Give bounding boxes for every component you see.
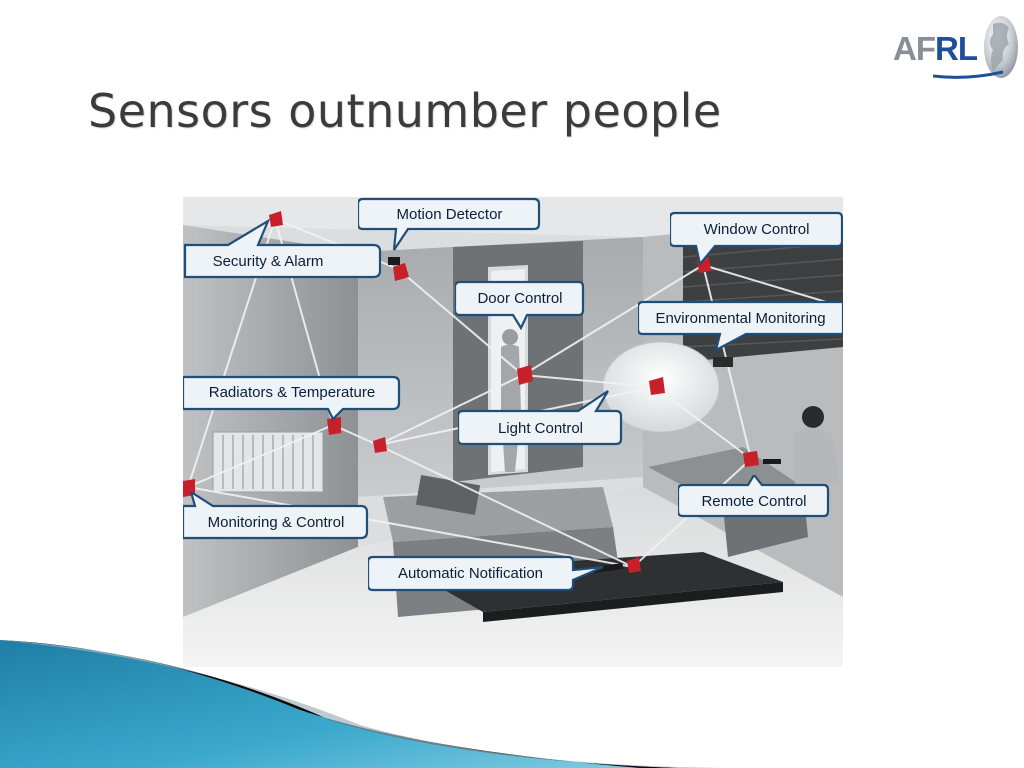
sensor-marker bbox=[327, 417, 341, 435]
callout-label: Light Control bbox=[497, 419, 584, 437]
slide-title: Sensors outnumber people bbox=[88, 84, 722, 138]
logo-underline bbox=[933, 70, 1003, 79]
callout-environmental-monitoring: Environmental Monitoring bbox=[636, 300, 845, 353]
sensor-marker bbox=[393, 263, 409, 281]
callout-motion-detector: Motion Detector bbox=[356, 197, 541, 252]
callout-radiators-temperature: Radiators & Temperature bbox=[181, 375, 401, 421]
logo-af-text: AF bbox=[893, 30, 936, 67]
callout-label: Automatic Notification bbox=[397, 564, 544, 582]
logo-wordmark: AFRL bbox=[893, 30, 978, 67]
sensor-marker bbox=[743, 451, 759, 467]
globe-icon bbox=[984, 16, 1018, 78]
callout-label: Environmental Monitoring bbox=[655, 309, 826, 327]
sensor-marker bbox=[649, 377, 665, 395]
callout-security-alarm: Security & Alarm bbox=[183, 215, 383, 279]
smart-home-diagram: Motion Detector Window Control Security … bbox=[181, 197, 845, 667]
callout-label: Monitoring & Control bbox=[207, 513, 345, 531]
callout-monitoring-control: Monitoring & Control bbox=[181, 489, 369, 547]
callout-label: Radiators & Temperature bbox=[208, 383, 376, 401]
callout-remote-control: Remote Control bbox=[676, 473, 830, 520]
callout-label: Remote Control bbox=[701, 492, 807, 510]
callout-light-control: Light Control bbox=[456, 389, 623, 447]
callout-label: Window Control bbox=[703, 220, 810, 238]
afrl-logo: AFRL bbox=[893, 14, 1018, 84]
logo-rl-text: RL bbox=[935, 30, 978, 67]
sensor-marker bbox=[269, 211, 283, 227]
callout-label: Security & Alarm bbox=[212, 252, 324, 270]
sensor-marker bbox=[627, 557, 641, 573]
callout-label: Motion Detector bbox=[396, 205, 503, 223]
decorative-swoosh bbox=[0, 640, 720, 768]
sensor-marker bbox=[373, 437, 387, 453]
callout-window-control: Window Control bbox=[668, 211, 844, 267]
callout-door-control: Door Control bbox=[453, 280, 585, 331]
callout-label: Door Control bbox=[477, 289, 563, 307]
callout-automatic-notification: Automatic Notification bbox=[366, 555, 608, 595]
sensor-marker bbox=[517, 365, 533, 385]
